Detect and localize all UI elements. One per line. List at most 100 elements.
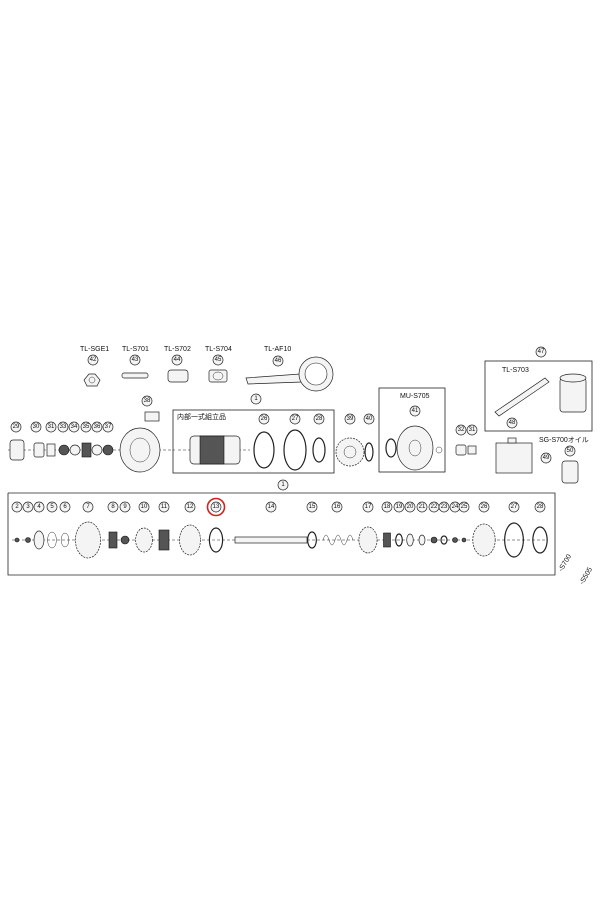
ring-27 [283, 429, 307, 471]
callout-circle [455, 424, 467, 436]
oil-label: SG-S700オイル [539, 436, 589, 444]
oil-can-icon [495, 442, 533, 474]
ring-26 [253, 431, 275, 469]
callout-circle [10, 421, 22, 433]
callout-number: 5 [50, 504, 54, 510]
callout-number: 15 [309, 504, 316, 510]
part-23 [440, 535, 448, 545]
sprocket [335, 437, 365, 467]
callout-circle [68, 421, 80, 433]
tool-tl-s701: TL-S701 43 [121, 346, 149, 379]
callout-number: 39 [347, 416, 354, 422]
callout-number: 13 [213, 504, 220, 510]
callout-circle [158, 501, 170, 513]
tool-label: TL-SGE1 [80, 346, 109, 353]
callout-number: 11 [161, 504, 168, 510]
bottom-parts [14, 521, 548, 559]
callout-number: 47 [538, 349, 545, 355]
side-label-s700: -S700 [558, 553, 573, 573]
tl-s703-frame [484, 360, 593, 432]
callout-number: 33 [60, 424, 67, 430]
callout-circle [57, 421, 69, 433]
callout-circle [212, 354, 224, 366]
callout-circle [344, 413, 356, 425]
callout-number: 32 [458, 427, 465, 433]
callout-number: 16 [334, 504, 341, 510]
part-19 [395, 533, 403, 547]
callout-number: 7 [86, 504, 90, 510]
callout-number: 31 [469, 427, 476, 433]
tool-tl-sge1: TL-SGE1 42 [80, 346, 109, 387]
callout-circle [107, 501, 119, 513]
callout-number: 36 [94, 424, 101, 430]
callout-circle [404, 501, 416, 513]
part-3 [25, 537, 31, 543]
callout-circle [265, 501, 277, 513]
wrench-opening [304, 362, 328, 386]
lock-washer [33, 442, 45, 458]
sprocket-tool-icon [83, 373, 101, 387]
callout-circle [138, 501, 150, 513]
callout-number: 17 [365, 504, 372, 510]
callout-number: 45 [215, 357, 222, 363]
internal-gear [199, 435, 225, 465]
callout-number: 31 [48, 424, 55, 430]
tool-label: TL-S704 [205, 346, 232, 353]
callout-circle [564, 445, 576, 457]
mu-ring [385, 438, 397, 458]
upper-left-parts: 29 30 31 33 34 35 36 37 38 [8, 395, 175, 473]
callout-number: 18 [384, 504, 391, 510]
part-22 [430, 536, 438, 544]
callout-circle [80, 421, 92, 433]
callout-number: 21 [419, 504, 426, 510]
oil-bottle-icon [561, 460, 579, 484]
tool-label: TL-S701 [122, 346, 149, 353]
callout-number: 44 [174, 357, 181, 363]
part-2 [14, 537, 20, 543]
callout-circle [416, 501, 428, 513]
cone-nut [9, 439, 25, 461]
assembly-frame [172, 409, 335, 474]
part-28 [532, 526, 548, 554]
callout-circle [45, 421, 57, 433]
callout-number: 48 [509, 420, 516, 426]
callout-circle [277, 479, 289, 491]
callout-number: 6 [63, 504, 67, 510]
callout-number: 27 [511, 504, 518, 510]
callout-circle [46, 501, 58, 513]
spacer-31 [467, 445, 477, 455]
cone [102, 444, 114, 456]
callout-circle [82, 501, 94, 513]
oil-can-cap [507, 437, 517, 444]
callout-number: 4 [37, 504, 41, 510]
mu-washer [435, 446, 443, 454]
part-26 [472, 523, 496, 557]
sprocket-hole [343, 445, 357, 459]
part-11 [158, 529, 170, 551]
callout-number: 38 [144, 398, 151, 404]
part-15 [307, 531, 318, 549]
mu-label: MU-S705 [400, 393, 430, 400]
bearing-tool-hole [212, 371, 224, 381]
callout-circle [363, 413, 375, 425]
callout-number: 37 [105, 424, 112, 430]
callout-circle [33, 501, 45, 513]
callout-circle [210, 501, 222, 513]
callout-number: 42 [90, 357, 97, 363]
callout-number: 41 [412, 408, 419, 414]
callout-number: 40 [366, 416, 373, 422]
callout-number: 23 [441, 504, 448, 510]
callout-circle [30, 421, 42, 433]
tool-tl-af10: TL-AF10 46 [245, 346, 334, 392]
callout-number: 35 [83, 424, 90, 430]
callout-circle [393, 501, 405, 513]
nut [58, 444, 70, 456]
mu-unit [396, 425, 434, 471]
part-12 [179, 524, 201, 556]
callout-circle [102, 421, 114, 433]
part-10 [135, 527, 153, 553]
callout-circle [534, 501, 546, 513]
callout-circle [478, 501, 490, 513]
lower-frame [7, 492, 556, 576]
